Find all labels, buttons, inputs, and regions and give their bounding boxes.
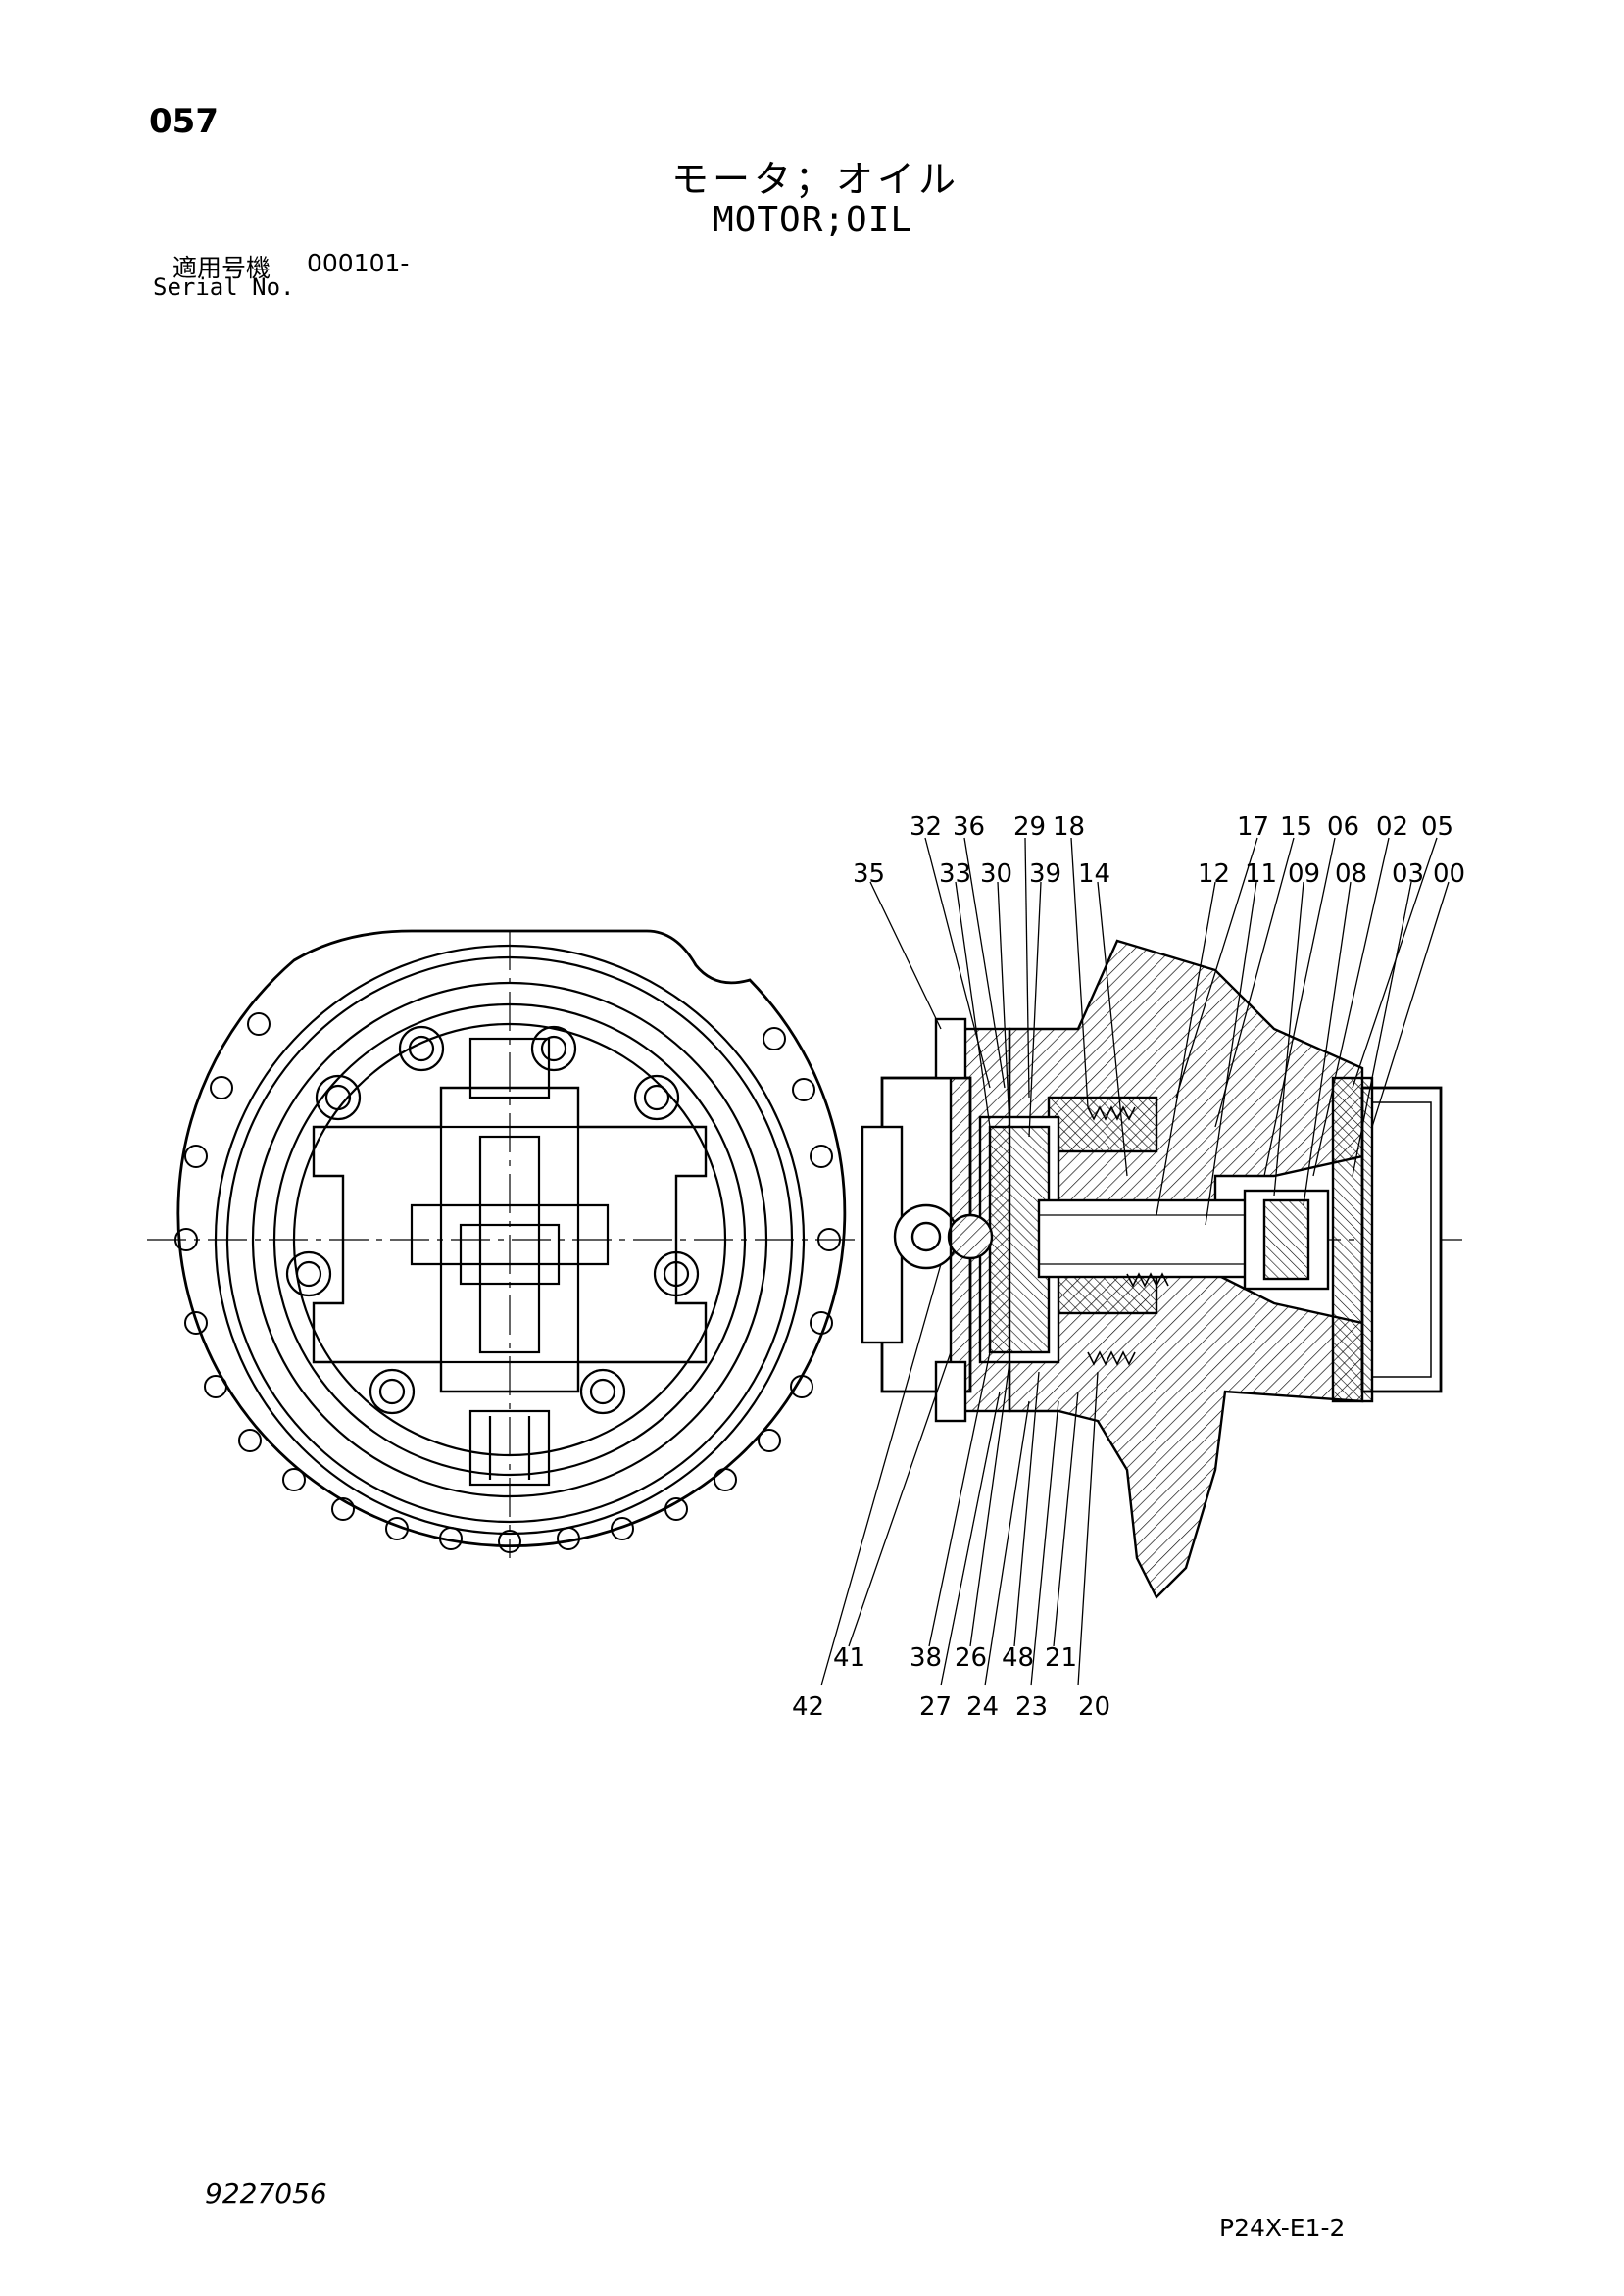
callout-03: 03 <box>1392 859 1424 889</box>
callout-35: 35 <box>853 859 885 889</box>
callout-29: 29 <box>1013 812 1046 842</box>
callout-39: 39 <box>1029 859 1061 889</box>
callout-36: 36 <box>953 812 985 842</box>
callout-26: 26 <box>955 1643 987 1673</box>
leader-lines <box>820 837 1450 1686</box>
serial-number-value: 000101- <box>307 249 410 277</box>
callout-18: 18 <box>1053 812 1085 842</box>
end-view-bolts <box>285 1025 700 1415</box>
callout-33: 33 <box>939 859 971 889</box>
motor-section-view <box>861 939 1443 1600</box>
callout-08: 08 <box>1335 859 1367 889</box>
callout-21: 21 <box>1045 1643 1077 1673</box>
callout-48: 48 <box>1002 1643 1034 1673</box>
callout-15: 15 <box>1280 812 1312 842</box>
callout-20: 20 <box>1078 1692 1110 1722</box>
callout-12: 12 <box>1198 859 1230 889</box>
page-number: 057 <box>149 102 219 141</box>
callout-32: 32 <box>910 812 942 842</box>
callout-06: 06 <box>1327 812 1359 842</box>
serial-label-japanese: 適用号機 <box>172 254 271 282</box>
callout-17: 17 <box>1237 812 1269 842</box>
callout-09: 09 <box>1288 859 1320 889</box>
callout-05: 05 <box>1421 812 1453 842</box>
callout-00: 00 <box>1433 859 1465 889</box>
callout-11: 11 <box>1245 859 1277 889</box>
sheet-code: P24X-E1-2 <box>1219 2214 1346 2242</box>
callout-02: 02 <box>1376 812 1408 842</box>
callout-38: 38 <box>910 1643 942 1673</box>
callout-23: 23 <box>1015 1692 1048 1722</box>
title-japanese: モータ；オイル <box>671 158 960 201</box>
callout-14: 14 <box>1078 859 1110 889</box>
callout-27: 27 <box>919 1692 952 1722</box>
document-id: 9227056 <box>205 2177 327 2210</box>
callout-24: 24 <box>966 1692 999 1722</box>
callout-labels: 32 36 29 18 17 15 06 02 05 35 33 30 39 1… <box>792 812 1465 1722</box>
callout-42: 42 <box>792 1692 824 1722</box>
serial-label-english: Serial No. <box>153 273 295 301</box>
callout-41: 41 <box>833 1643 865 1673</box>
title-english: MOTOR;OIL <box>713 200 913 240</box>
callout-30: 30 <box>980 859 1012 889</box>
